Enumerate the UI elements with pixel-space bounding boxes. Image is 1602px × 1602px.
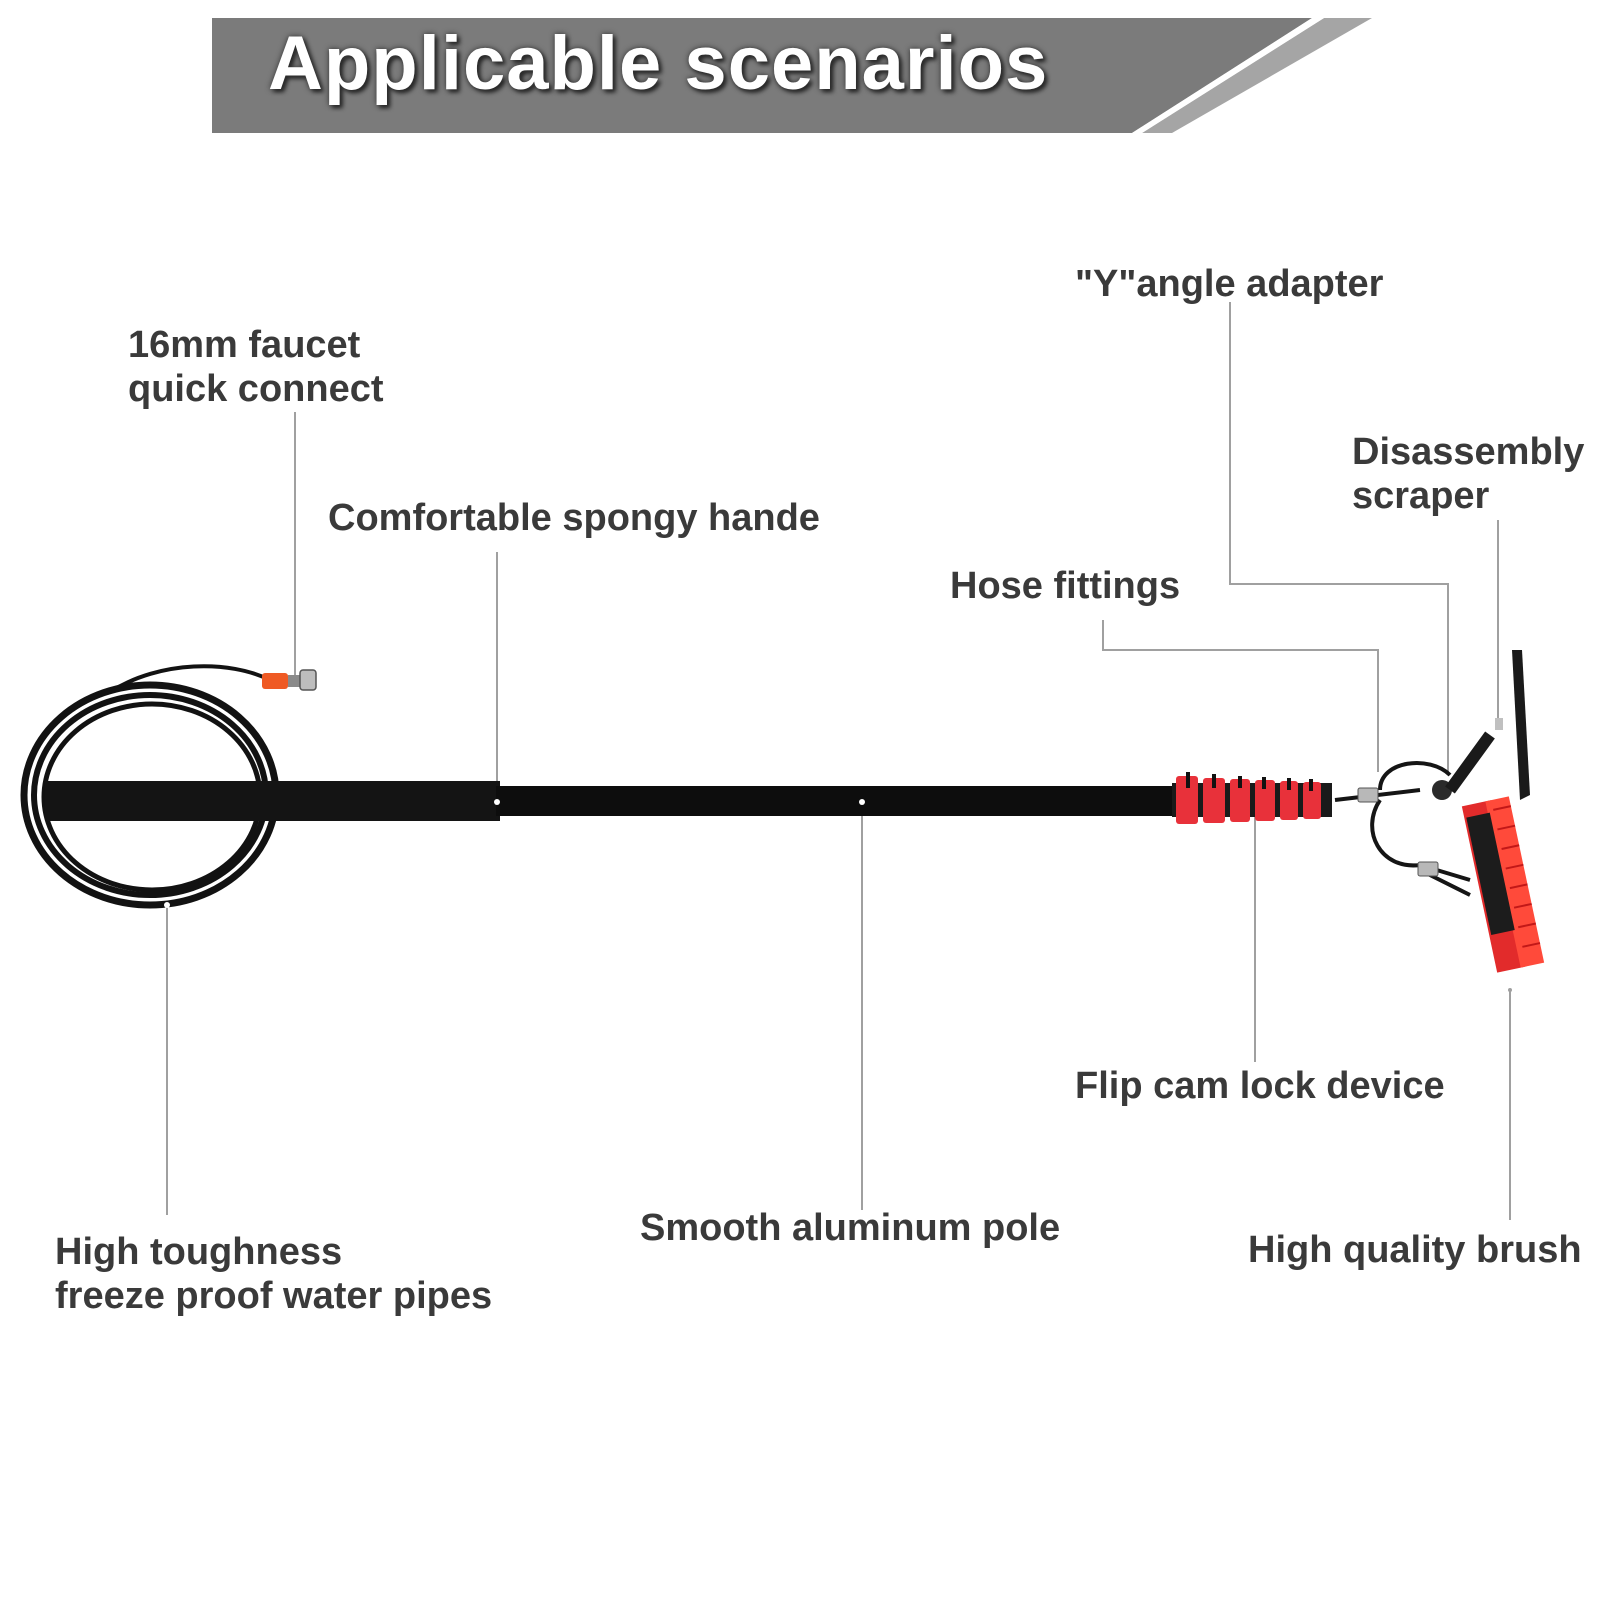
page-title: Applicable scenarios: [268, 21, 1049, 106]
callout-faucet-line1: 16mm faucet: [128, 324, 361, 366]
title-banner: [212, 18, 1372, 133]
brush: [1461, 796, 1545, 973]
banner-stripe-dark: [1132, 18, 1324, 133]
callout-faucet-line2: quick connect: [128, 368, 384, 410]
cam-locks: [1176, 772, 1321, 824]
fittings: [1357, 780, 1452, 877]
leader-lines: [166, 302, 1511, 1220]
callout-scraper: Disassembly scraper: [1352, 430, 1584, 518]
callout-pipes: High toughness freeze proof water pipes: [55, 1230, 492, 1318]
callout-scraper-line1: Disassembly: [1352, 431, 1585, 473]
sponge-handle: [45, 781, 500, 821]
callout-y-adapter: "Y"angle adapter: [1075, 263, 1384, 305]
banner-background: [212, 18, 1312, 133]
callout-cam-lock: Flip cam lock device: [1075, 1065, 1445, 1107]
callout-pole: Smooth aluminum pole: [640, 1207, 1061, 1249]
scraper: [1445, 650, 1530, 800]
callout-pipes-line2: freeze proof water pipes: [55, 1275, 493, 1317]
callout-scraper-line2: scraper: [1352, 475, 1490, 517]
banner-stripe: [1142, 18, 1372, 133]
callout-pipes-line1: High toughness: [55, 1231, 343, 1273]
callout-brush: High quality brush: [1248, 1229, 1582, 1271]
callout-hose-fittings: Hose fittings: [950, 565, 1181, 607]
leader-hose: [1102, 620, 1379, 772]
faucet-connector: [262, 669, 317, 691]
leader-y-adapter: [1229, 302, 1449, 772]
callout-handle: Comfortable spongy hande: [328, 497, 820, 539]
aluminum-pole: [496, 786, 1186, 816]
callout-faucet: 16mm faucet quick connect: [128, 323, 384, 411]
